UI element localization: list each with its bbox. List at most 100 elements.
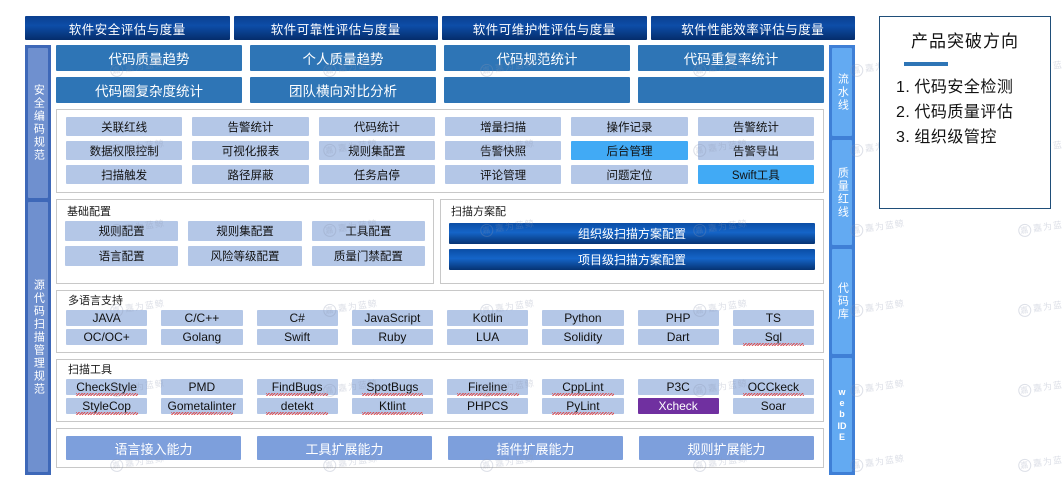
chip-alert-stats-2[interactable]: 告警统计 [697, 117, 814, 136]
left-rail-tab-secure-coding[interactable]: 安全编码规范 [28, 48, 48, 198]
lang-javascript[interactable]: JavaScript [351, 310, 433, 327]
chip-ruleset-config-basic[interactable]: 规则集配置 [188, 221, 302, 242]
tool-cpplint[interactable]: CppLint [542, 379, 624, 397]
lang-csharp[interactable]: C# [256, 310, 338, 327]
right-rail-webide-w: w [838, 386, 846, 397]
lang-kotlin[interactable]: Kotlin [447, 310, 529, 327]
tool-spotbugs[interactable]: SpotBugs [351, 379, 433, 397]
feature-chip-grid: 关联红线 告警统计 代码统计 增量扫描 操作记录 告警统计 数据权限控制 可视化… [66, 117, 814, 184]
tool-soar[interactable]: Soar [732, 398, 814, 415]
chip-code-stats[interactable]: 代码统计 [318, 117, 435, 136]
right-rail-tab-code-repository[interactable]: 代码库 [832, 249, 852, 354]
chip-comment-management[interactable]: 评论管理 [445, 165, 562, 184]
lang-swift[interactable]: Swift [256, 329, 338, 346]
tool-checkstyle[interactable]: CheckStyle [66, 379, 148, 397]
tool-occkeck[interactable]: OCCkeck [732, 379, 814, 397]
lang-java[interactable]: JAVA [66, 310, 148, 327]
right-rail-tab-webide[interactable]: w e b ID E [832, 358, 852, 472]
lang-oc[interactable]: OC/OC+ [66, 329, 148, 346]
capability-card: 语言接入能力 工具扩展能力 插件扩展能力 规则扩展能力 [56, 428, 824, 469]
watermark-text: 嘉嘉为蓝鲸 [1017, 376, 1063, 398]
watermark-logo-icon: 嘉 [1017, 383, 1033, 398]
watermark-text: 嘉嘉为蓝鲸 [849, 451, 905, 473]
chip-incremental-scan[interactable]: 增量扫描 [445, 117, 562, 136]
chip-scan-trigger[interactable]: 扫描触发 [66, 165, 183, 184]
lang-sql[interactable]: Sql [732, 329, 814, 347]
chip-alert-snapshot[interactable]: 告警快照 [445, 141, 562, 160]
lang-ruby[interactable]: Ruby [351, 329, 433, 346]
headline-placeholder-2[interactable] [638, 77, 824, 103]
scan-plan-project-level[interactable]: 项目级扫描方案配置 [449, 249, 815, 271]
watermark-label: 嘉为蓝鲸 [1032, 453, 1063, 469]
chip-alert-stats-1[interactable]: 告警统计 [192, 117, 309, 136]
lang-solidity[interactable]: Solidity [542, 329, 624, 346]
right-rail: 流水线 质量红线 代码库 w e b ID E [829, 45, 855, 475]
headline-code-quality-trend[interactable]: 代码质量趋势 [56, 45, 242, 71]
capability-plugin-extension[interactable]: 插件扩展能力 [448, 436, 623, 461]
basic-config-card: 基础配置 规则配置 规则集配置 工具配置 语言配置 风险等级配置 质量门禁配置 [56, 199, 434, 284]
tab-software-reliability[interactable]: 软件可靠性评估与度量 [233, 16, 438, 40]
top-tab-strip: 软件安全评估与度量 软件可靠性评估与度量 软件可维护性评估与度量 软件性能效率评… [25, 16, 855, 40]
watermark-text: 嘉嘉为蓝鲸 [1017, 296, 1063, 318]
tool-phpcs[interactable]: PHPCS [447, 398, 529, 415]
chip-tool-config[interactable]: 工具配置 [311, 221, 425, 242]
tool-ktlint[interactable]: Ktlint [351, 398, 433, 416]
tab-software-maintainability[interactable]: 软件可维护性评估与度量 [442, 16, 647, 40]
chip-visual-report[interactable]: 可视化报表 [192, 141, 309, 160]
right-rail-tab-pipeline[interactable]: 流水线 [832, 48, 852, 136]
lang-php[interactable]: PHP [637, 310, 719, 327]
right-rail-webide-b: b [839, 409, 845, 420]
chip-issue-location[interactable]: 问题定位 [571, 165, 688, 184]
lang-lua[interactable]: LUA [447, 329, 529, 346]
chip-quality-gate-config[interactable]: 质量门禁配置 [311, 246, 425, 267]
headline-cyclomatic-complexity-stats[interactable]: 代码圈复杂度统计 [56, 77, 242, 103]
chip-rule-config[interactable]: 规则配置 [65, 221, 179, 242]
headline-code-standard-stats[interactable]: 代码规范统计 [444, 45, 630, 71]
scan-plan-title: 扫描方案配 [451, 206, 506, 218]
chip-alert-export[interactable]: 告警导出 [697, 141, 814, 160]
chip-language-config[interactable]: 语言配置 [65, 246, 179, 267]
watermark-logo-icon: 嘉 [1017, 303, 1033, 318]
chip-backend-management[interactable]: 后台管理 [571, 141, 688, 160]
chip-swift-tool[interactable]: Swift工具 [697, 165, 814, 184]
scan-plan-org-level[interactable]: 组织级扫描方案配置 [449, 223, 815, 245]
chip-operation-log[interactable]: 操作记录 [571, 117, 688, 136]
chip-task-start-stop[interactable]: 任务启停 [318, 165, 435, 184]
headline-team-comparison-analysis[interactable]: 团队横向对比分析 [250, 77, 436, 103]
capability-language-integration[interactable]: 语言接入能力 [66, 436, 241, 461]
tool-gometalinter[interactable]: Gometalinter [161, 398, 243, 416]
chip-data-permission-control[interactable]: 数据权限控制 [66, 141, 183, 160]
watermark-label: 嘉为蓝鲸 [864, 298, 906, 314]
lang-golang[interactable]: Golang [161, 329, 243, 346]
center-column: 代码质量趋势 个人质量趋势 代码规范统计 代码重复率统计 代码圈复杂度统计 团队… [56, 45, 824, 475]
tool-detekt[interactable]: detekt [256, 398, 338, 416]
basic-config-title: 基础配置 [67, 206, 111, 218]
headline-placeholder-1[interactable] [444, 77, 630, 103]
chip-risk-level-config[interactable]: 风险等级配置 [188, 246, 302, 267]
tool-pmd[interactable]: PMD [161, 379, 243, 396]
lang-c-cpp[interactable]: C/C++ [161, 310, 243, 327]
tab-software-security[interactable]: 软件安全评估与度量 [25, 16, 230, 40]
tool-stylecop[interactable]: StyleCop [66, 398, 148, 416]
basic-config-grid: 规则配置 规则集配置 工具配置 语言配置 风险等级配置 质量门禁配置 [65, 221, 425, 267]
tool-pylint[interactable]: PyLint [542, 398, 624, 416]
headline-button-grid: 代码质量趋势 个人质量趋势 代码规范统计 代码重复率统计 代码圈复杂度统计 团队… [56, 45, 824, 103]
capability-tool-extension[interactable]: 工具扩展能力 [257, 436, 432, 461]
chip-path-exclusion[interactable]: 路径屏蔽 [192, 165, 309, 184]
tool-xcheck[interactable]: Xcheck [637, 398, 719, 415]
tool-fireline[interactable]: Fireline [447, 379, 529, 397]
language-support-card: 多语言支持 JAVA C/C++ C# JavaScript Kotlin Py… [56, 290, 824, 354]
tool-p3c[interactable]: P3C [637, 379, 719, 396]
tab-software-performance[interactable]: 软件性能效率评估与度量 [650, 16, 855, 40]
lang-ts[interactable]: TS [732, 310, 814, 327]
chip-linked-redline[interactable]: 关联红线 [66, 117, 183, 136]
headline-personal-quality-trend[interactable]: 个人质量趋势 [250, 45, 436, 71]
lang-dart[interactable]: Dart [637, 329, 719, 346]
left-rail-tab-source-scan-mgmt[interactable]: 源代码扫描管理规范 [28, 202, 48, 472]
capability-rule-extension[interactable]: 规则扩展能力 [639, 436, 814, 461]
chip-ruleset-config[interactable]: 规则集配置 [318, 141, 435, 160]
tool-findbugs[interactable]: FindBugs [256, 379, 338, 397]
lang-python[interactable]: Python [542, 310, 624, 327]
right-rail-tab-quality-redline[interactable]: 质量红线 [832, 140, 852, 245]
headline-code-duplication-stats[interactable]: 代码重复率统计 [638, 45, 824, 71]
